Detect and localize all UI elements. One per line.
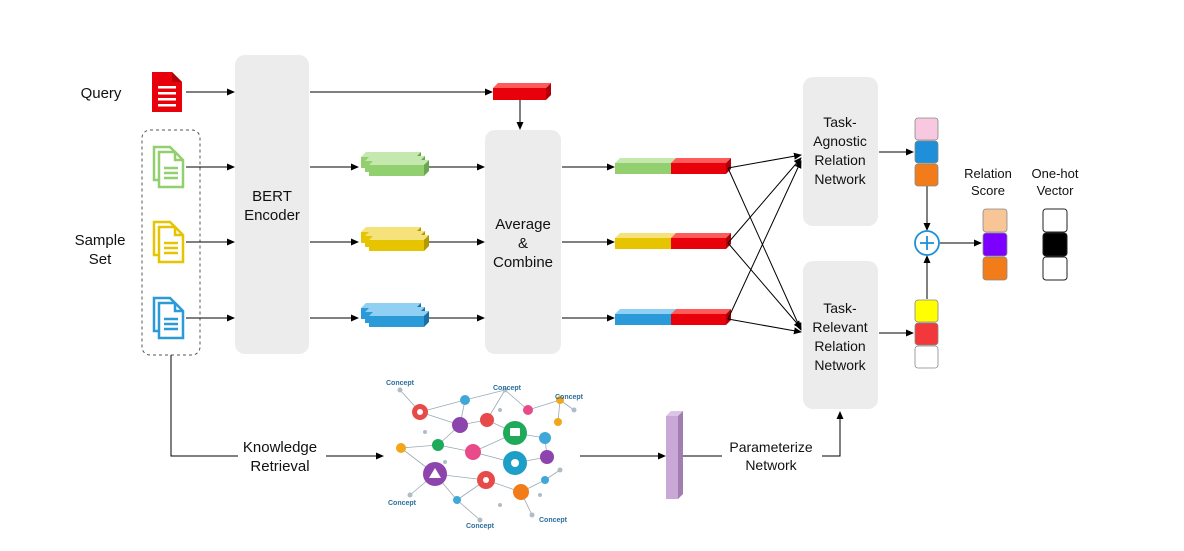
query-embedding-tensor bbox=[493, 83, 551, 100]
parameterize-label-1: Parameterize bbox=[729, 439, 812, 455]
green-documents-icon bbox=[152, 145, 185, 189]
agnostic-label-2: Agnostic bbox=[813, 133, 867, 149]
concept-label-4: Concept bbox=[388, 500, 417, 507]
yellow-documents-icon bbox=[152, 220, 185, 264]
relevant-output-vector bbox=[914, 299, 939, 369]
relevant-label-4: Network bbox=[814, 357, 866, 373]
concept-label-6: Concept bbox=[539, 517, 568, 524]
parameterize-label-2: Network bbox=[745, 457, 797, 473]
query-embedding-arrows bbox=[310, 88, 524, 130]
relevant-label-3: Relation bbox=[814, 338, 865, 354]
parameter-tensor bbox=[666, 411, 683, 499]
combined-arrows bbox=[562, 163, 615, 322]
sample-set-label-1: Sample bbox=[75, 232, 126, 249]
sample-set-label-2: Set bbox=[89, 251, 112, 268]
sample-embedding-arrows bbox=[310, 163, 485, 322]
knowledge-graph-icon: Concept Concept Concept Concept Concept … bbox=[386, 380, 584, 530]
green-embedding-stack bbox=[361, 152, 429, 176]
yellow-embedding-stack bbox=[361, 227, 429, 251]
bert-encoder-box bbox=[235, 55, 309, 354]
task-relevant-network-box bbox=[803, 261, 878, 409]
average-label-2: & bbox=[518, 235, 528, 252]
relevant-label-1: Task- bbox=[823, 300, 857, 316]
knowledge-label-1: Knowledge bbox=[243, 439, 317, 456]
plus-circle-icon bbox=[914, 230, 940, 256]
parameterize-label-bg bbox=[722, 438, 822, 476]
combined-yellow-tensor bbox=[615, 233, 731, 249]
combined-green-tensor bbox=[615, 158, 731, 174]
input-arrows bbox=[186, 88, 235, 322]
bert-label-2: Encoder bbox=[244, 207, 300, 224]
one-hot-label-2: Vector bbox=[1037, 183, 1075, 198]
query-label: Query bbox=[81, 85, 122, 102]
blue-embedding-stack bbox=[361, 303, 429, 327]
agnostic-label-1: Task- bbox=[823, 114, 857, 130]
relevant-label-2: Relevant bbox=[812, 319, 867, 335]
relation-score-label-2: Score bbox=[971, 183, 1005, 198]
blue-documents-icon bbox=[152, 296, 185, 340]
relation-network-arrows bbox=[727, 152, 802, 335]
concept-label-2: Concept bbox=[493, 385, 522, 392]
relation-score-vector bbox=[982, 208, 1008, 281]
concept-label-5: Concept bbox=[466, 523, 495, 530]
agnostic-label-3: Relation bbox=[814, 152, 865, 168]
query-document-icon bbox=[152, 72, 182, 112]
concept-label-3: Concept bbox=[555, 394, 584, 401]
network-output-arrows bbox=[879, 148, 982, 337]
knowledge-label-2: Retrieval bbox=[250, 458, 309, 475]
task-agnostic-network-box bbox=[803, 77, 878, 226]
average-label-1: Average bbox=[495, 216, 551, 233]
relation-score-label-1: Relation bbox=[964, 166, 1012, 181]
one-hot-vector bbox=[1042, 208, 1068, 281]
one-hot-label-1: One-hot bbox=[1032, 166, 1079, 181]
agnostic-label-4: Network bbox=[814, 171, 866, 187]
bert-label-1: BERT bbox=[252, 188, 292, 205]
concept-label-1: Concept bbox=[386, 380, 415, 387]
agnostic-output-vector bbox=[914, 117, 939, 187]
combined-blue-tensor bbox=[615, 309, 731, 325]
knowledge-label-bg bbox=[238, 437, 326, 477]
average-label-3: Combine bbox=[493, 254, 553, 271]
average-combine-box bbox=[485, 130, 561, 354]
